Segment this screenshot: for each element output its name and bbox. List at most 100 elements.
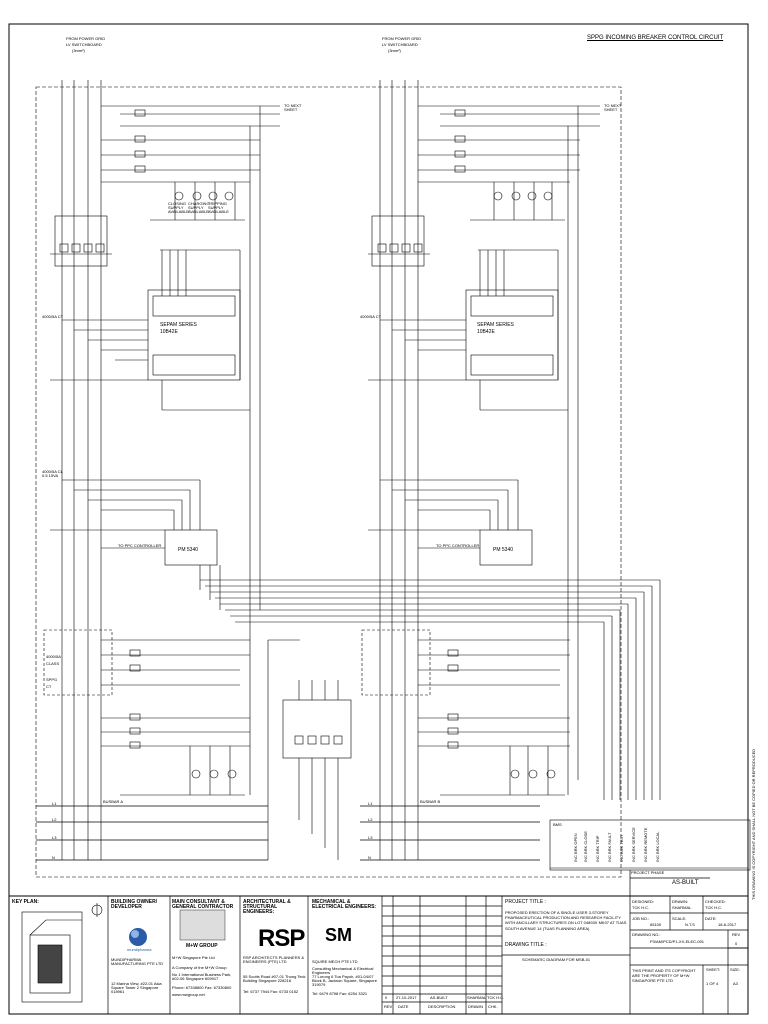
date-value: 18-6-2017 <box>718 922 737 927</box>
contractor-name: M+W Singapore Pte Ltd <box>172 955 215 960</box>
interconnect-cables <box>200 579 661 860</box>
phase-n-right: N <box>368 855 371 860</box>
rev-row-date: 27-10-2017 <box>396 995 417 1000</box>
drawing-no-value: P3/AM/PCD/P1-XX-ELEC-001 <box>650 939 705 944</box>
left-indicator-1: CHARGING SUPPLY AVAILABLE <box>188 201 210 214</box>
bus-tie-breaker <box>282 680 352 860</box>
drawn-label: DRAWN: <box>672 899 689 904</box>
busbars <box>36 805 540 861</box>
right-relay-model: 10B42E <box>477 329 495 335</box>
bms-column-label: INC BRK LOCAL <box>655 831 660 862</box>
rev-header-drawn: DRAWN <box>468 1004 483 1009</box>
source-left-l2: LV SWITCHBOARD <box>66 42 102 47</box>
architect-address: 55 Scotts Road #07-01 Thong Teck Buildin… <box>243 974 306 983</box>
contractor-web: www.mwgroup.net <box>172 992 205 997</box>
date-label: DATE: <box>705 916 717 921</box>
rev-row-desc: AS-BUILT <box>430 995 448 1000</box>
size-label: SIZE: <box>730 967 741 972</box>
scale-label: SCALE: <box>672 916 687 921</box>
left-ct-box-l3: SPPG <box>46 677 58 682</box>
right-meter-to: TO PPC CONTROLLER <box>436 543 480 548</box>
bms-column-label: INC BRK FAULT <box>607 832 612 863</box>
left-to-next-sheet: TO NEXT SHEET <box>284 103 302 112</box>
project-title: PROPOSED ERECTION OF A SINGLE USER 3-STO… <box>505 910 627 931</box>
phase-n-left: N <box>52 855 55 860</box>
owner-address: 12 Marina View, #22-01 Asia Square Tower… <box>111 981 162 994</box>
mep-name: SQUIRE MECH PTE LTD <box>312 959 358 964</box>
side-copyright-text: THIS DRAWING IS COPYRIGHT AND SHALL NOT … <box>751 748 756 900</box>
right-relay-name: SEPAM SERIES <box>477 322 514 328</box>
contractor-address: No 1 International Business Park, #02-06… <box>172 972 232 981</box>
left-meter-to: TO PPC CONTROLLER <box>118 543 162 548</box>
phase-l2-right: L2 <box>368 817 373 822</box>
left-ct-label: 4000/5A CT <box>42 314 64 319</box>
rev-header-date: DATE <box>398 1004 409 1009</box>
mundipharma-logo <box>129 928 147 946</box>
size-value: A3 <box>733 981 738 986</box>
left-ct-label2: 4000/5A CL 0.5 15VA <box>42 469 63 478</box>
phase-l2-left: L2 <box>52 817 57 822</box>
architect-name: RSP ARCHITECTS PLANNERS & ENGINEERS (PTE… <box>243 955 305 964</box>
sheet-label: SHEET: <box>706 967 721 972</box>
left-indicator-0: CLOSING SUPPLY AVAILABLE <box>168 201 189 214</box>
copyright-notice: THIS PRINT AND ITS COPYRIGHT ARE THE PRO… <box>632 968 696 984</box>
left-indicator-2: TRIPPING SUPPLY AVAILABLE <box>208 201 229 214</box>
source-right-l3: (3mm²) <box>388 48 401 53</box>
mep-heading: MECHANICAL & ELECTRICAL ENGINEERS: <box>312 899 377 910</box>
job-value: 65100 <box>650 922 662 927</box>
rev-row-rev: 0 <box>385 995 388 1000</box>
source-right-l1: FROM POWER GRID <box>382 36 422 41</box>
left-relay-name: SEPAM SERIES <box>160 322 197 328</box>
phase-l1-right: L1 <box>368 801 373 806</box>
drawing-no-label: DRAWING NO.: <box>632 932 661 937</box>
contractor-logo-text: M+W GROUP <box>186 943 218 949</box>
phase-l1-left: L1 <box>52 801 57 806</box>
owner-heading: BUILDING OWNER/ DEVELOPER <box>111 899 158 910</box>
bms-box <box>549 819 751 871</box>
owner-name: MUNDIPHARMA MANUFACTURING PTE LTD <box>111 957 164 966</box>
right-to-next-sheet: TO NEXT SHEET <box>604 103 622 112</box>
bms-column-label: INC BRK REMOTE <box>643 827 648 862</box>
source-right-l2: LV SWITCHBOARD <box>382 42 418 47</box>
right-busbar-label: BUSBAR B <box>420 799 441 804</box>
bms-label: BMS <box>553 822 562 827</box>
architect-logo-text: RSP <box>258 925 305 952</box>
key-plan-sketch <box>21 903 103 1003</box>
job-label: JOB NO.: <box>632 916 650 921</box>
source-left-l3: (3mm²) <box>72 48 85 53</box>
mep-tel: Tel: 6479 8798 Fax: 6254 3321 <box>312 991 368 996</box>
left-ct-box-l2: CLASS <box>46 661 60 666</box>
bms-column-label: INC BRK TRIP <box>595 835 600 862</box>
architect-heading: ARCHITECTURAL & STRUCTURAL ENGINEERS: <box>243 899 291 915</box>
rev-header-desc: DESCRIPTION <box>428 1004 456 1009</box>
key-plan-label: KEY PLAN: <box>12 899 39 905</box>
left-incoming-circuit <box>43 80 280 860</box>
right-ct-label: 4000/5A CT <box>360 314 382 319</box>
left-ct-box-l4: CT <box>46 684 52 689</box>
left-busbar-label: BUSBAR A <box>103 799 124 804</box>
mep-address: 77 Lorong 6 Toa Payoh, #01-04/07 Block B… <box>312 974 377 987</box>
panel-enclosure <box>35 86 622 878</box>
mep-sub: Consulting Mechanical & Electrical Engin… <box>312 966 374 975</box>
right-incoming-circuit <box>361 80 600 860</box>
drawing-title-label: DRAWING TITLE : <box>505 942 547 948</box>
source-left-l1: FROM POWER GRID <box>66 36 106 41</box>
as-built-label: AS-BUILT <box>672 880 699 886</box>
designed-label: DESIGNED: <box>632 899 655 904</box>
mep-logo-text: SM <box>325 925 352 945</box>
phase-l3-left: L3 <box>52 835 57 840</box>
left-relay-model: 10B42E <box>160 329 178 335</box>
rev-row-chk: TCK H.C. <box>487 995 505 1000</box>
drawing-title: SCHEMATIC DIAGRAM FOR MSB-01 <box>522 957 591 962</box>
rev-header-chk: CHK. <box>488 1004 498 1009</box>
rev-row-drawn: SHARMAL <box>467 995 487 1000</box>
designed-value: TCK H.C. <box>632 905 650 910</box>
drawn-value: SHARMAL <box>672 905 692 910</box>
right-meter-name: PM 5340 <box>493 547 514 553</box>
bms-column-label: INC BRK OPEN <box>573 833 578 862</box>
sheet-title: SPPG INCOMING BREAKER CONTROL CIRCUIT <box>587 35 724 41</box>
bms-column-label: INC BRK TEST <box>619 834 624 863</box>
architect-tel: Tel: 6737 7944 Fax: 6733 0152 <box>243 989 299 994</box>
contractor-heading: MAIN CONSULTANT & GENERAL CONTRACTOR <box>172 899 234 910</box>
scale-value: N.T.S <box>685 922 695 927</box>
